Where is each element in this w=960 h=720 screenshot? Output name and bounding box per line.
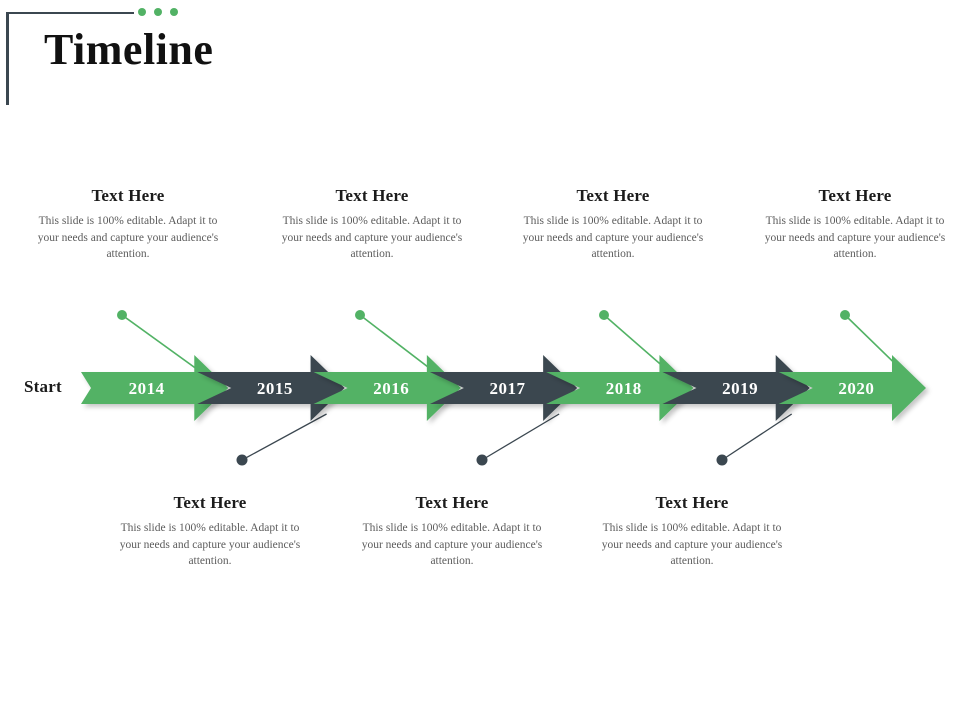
milestone-heading: Text Here: [576, 186, 650, 205]
timeline-segment-2020[interactable]: [778, 355, 926, 421]
milestone-text-block-top-3: Text Here This slide is 100% editable. A…: [513, 186, 713, 263]
decor-dot-icon: [170, 8, 178, 16]
milestone-heading: Text Here: [173, 493, 247, 512]
milestone-text-block-bottom-2: Text Here This slide is 100% editable. A…: [352, 493, 552, 570]
timeline-year-label: 2017: [490, 379, 526, 398]
connector-dot-icon: [236, 454, 248, 466]
milestone-text-block-top-4: Text Here This slide is 100% editable. A…: [755, 186, 955, 263]
timeline-year-label: 2016: [373, 379, 409, 398]
timeline-year-label: 2014: [129, 379, 165, 398]
milestone-body: This slide is 100% editable. Adapt it to…: [281, 215, 463, 261]
connector-dot-icon: [476, 454, 488, 466]
connector-dot-icon: [716, 454, 728, 466]
milestone-text-block-top-2: Text Here This slide is 100% editable. A…: [272, 186, 472, 263]
timeline-start-label: Start: [24, 377, 62, 396]
milestone-heading: Text Here: [335, 186, 409, 205]
connector-line: [241, 413, 327, 461]
milestone-body: This slide is 100% editable. Adapt it to…: [37, 215, 219, 261]
milestone-body: This slide is 100% editable. Adapt it to…: [361, 522, 543, 568]
timeline-segment-2019[interactable]: [662, 355, 810, 421]
milestone-text-block-top-1: Text Here This slide is 100% editable. A…: [28, 186, 228, 263]
connector-dot-icon: [117, 310, 127, 320]
milestone-text-block-bottom-3: Text Here This slide is 100% editable. A…: [592, 493, 792, 570]
page-title: Timeline: [44, 25, 214, 74]
milestone-body: This slide is 100% editable. Adapt it to…: [119, 522, 301, 568]
connector-dot-icon: [599, 310, 609, 320]
milestone-body: This slide is 100% editable. Adapt it to…: [764, 215, 946, 261]
milestone-heading: Text Here: [91, 186, 165, 205]
connector-dot-icon: [355, 310, 365, 320]
timeline-segment-2014[interactable]: [81, 355, 229, 421]
timeline-year-label: 2018: [606, 379, 642, 398]
milestone-heading: Text Here: [415, 493, 489, 512]
timeline-segment-2018[interactable]: [546, 355, 694, 421]
decor-dot-icon: [138, 8, 146, 16]
timeline-segment-2015[interactable]: [197, 355, 345, 421]
timeline-year-label: 2020: [838, 379, 874, 398]
decor-dot-icon: [154, 8, 162, 16]
milestone-body: This slide is 100% editable. Adapt it to…: [601, 522, 783, 568]
timeline-segment-2017[interactable]: [429, 355, 578, 421]
connector-lines-bottom: [236, 413, 793, 466]
timeline-segments: 2014 2015 2016 2017 2018 2019 2020: [81, 355, 926, 421]
timeline-segment-2016[interactable]: [313, 355, 461, 421]
connector-line: [721, 413, 793, 461]
connector-dot-icon: [840, 310, 850, 320]
connector-line: [481, 413, 560, 461]
milestone-heading: Text Here: [818, 186, 892, 205]
title-decor-dots: [138, 8, 178, 16]
milestone-text-block-bottom-1: Text Here This slide is 100% editable. A…: [110, 493, 310, 570]
milestone-heading: Text Here: [655, 493, 729, 512]
timeline-arrow-chart: 2014 2015 2016 2017 2018 2019 2020: [81, 310, 926, 466]
timeline-year-label: 2015: [257, 379, 293, 398]
timeline-year-label: 2019: [722, 379, 758, 398]
milestone-body: This slide is 100% editable. Adapt it to…: [522, 215, 704, 261]
